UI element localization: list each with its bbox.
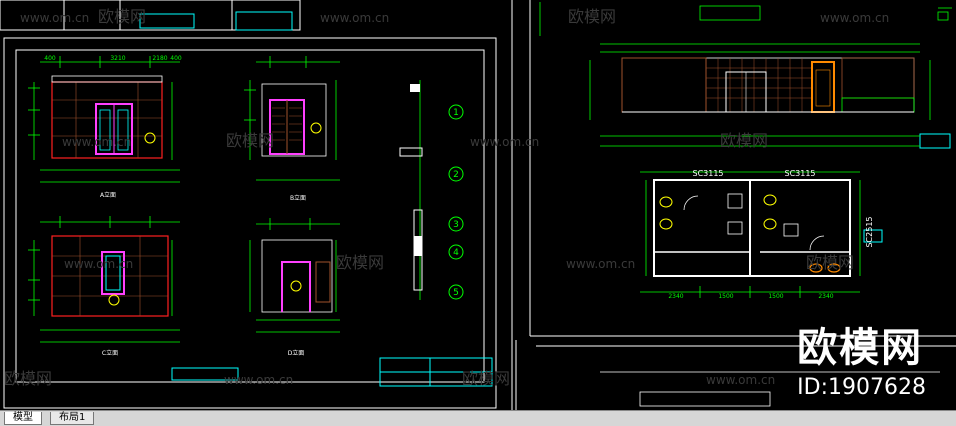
plan-dim-1: 2340 — [668, 293, 683, 300]
elevation-a — [28, 56, 180, 183]
section-marker-5: 5 — [453, 288, 459, 298]
watermark-url: www.om.cn — [62, 135, 131, 149]
watermark-url: www.om.cn — [320, 11, 389, 25]
watermark-url: www.om.cn — [470, 135, 539, 149]
title-blocks — [139, 11, 951, 387]
elev-dim-2: 3210 — [110, 55, 125, 62]
elevation-a-label: A立面 — [100, 191, 116, 199]
detail-column — [399, 80, 423, 300]
plan-dim-4: 2340 — [818, 293, 833, 300]
long-elevation — [589, 43, 931, 147]
elevation-d-label: D立面 — [288, 349, 305, 357]
elev-dim-3: 2180 — [152, 55, 167, 62]
elev-dim-4: 400 — [170, 55, 182, 62]
brand-stamp: 欧模网 ID:1907628 — [797, 326, 926, 402]
plan-window-label-2: SC3115 — [784, 169, 815, 178]
watermark-brand: 欧模网 — [98, 7, 146, 26]
elevation-c-label: C立面 — [102, 349, 118, 357]
tab-layout1[interactable]: 布局1 — [50, 412, 95, 425]
section-marker-1: 1 — [453, 108, 459, 118]
plan-window-label-side: SC2515 — [865, 216, 874, 247]
watermark-brand: 欧模网 — [806, 253, 854, 272]
elevation-b — [244, 56, 340, 181]
watermark-brand: 欧模网 — [336, 253, 384, 272]
elevation-b-label: B立面 — [290, 194, 306, 202]
watermark-layer: www.om.cn 欧模网 www.om.cn 欧模网 www.om.cn ww… — [4, 7, 889, 388]
watermark-brand: 欧模网 — [226, 131, 274, 150]
section-markers — [448, 104, 464, 300]
watermark-url: www.om.cn — [224, 373, 293, 387]
layout-tab-bar: 模型 布局1 — [0, 410, 956, 426]
watermark-brand: 欧模网 — [720, 131, 768, 150]
plan-window-label-1: SC3115 — [692, 169, 723, 178]
watermark-url: www.om.cn — [706, 373, 775, 387]
section-marker-4: 4 — [453, 248, 459, 258]
plan-dim-2: 1500 — [718, 293, 733, 300]
watermark-brand: 欧模网 — [462, 369, 510, 388]
bottom-fragment — [600, 371, 940, 407]
section-marker-3: 3 — [453, 220, 459, 230]
cad-model-space[interactable]: 1 2 3 4 5 A立面 B立面 C立面 D立面 400 3210 2180 … — [0, 0, 956, 410]
watermark-url: www.om.cn — [20, 11, 89, 25]
elevation-c — [28, 216, 180, 343]
watermark-brand: 欧模网 — [4, 369, 52, 388]
brand-name: 欧模网 — [797, 325, 924, 371]
floor-plan — [640, 171, 861, 298]
watermark-url: www.om.cn — [566, 257, 635, 271]
plan-dim-3: 1500 — [768, 293, 783, 300]
section-marker-2: 2 — [453, 170, 459, 180]
watermark-url: www.om.cn — [820, 11, 889, 25]
watermark-brand: 欧模网 — [568, 7, 616, 26]
asset-id: ID:1907628 — [797, 375, 926, 400]
top-fragment — [539, 2, 952, 36]
cad-drawing: 1 2 3 4 5 A立面 B立面 C立面 D立面 400 3210 2180 … — [0, 0, 956, 410]
elevation-d — [249, 218, 340, 333]
elev-dim-1: 400 — [44, 55, 56, 62]
watermark-url: www.om.cn — [64, 257, 133, 271]
tab-model[interactable]: 模型 — [4, 412, 42, 425]
sheet-frames — [0, 0, 956, 410]
